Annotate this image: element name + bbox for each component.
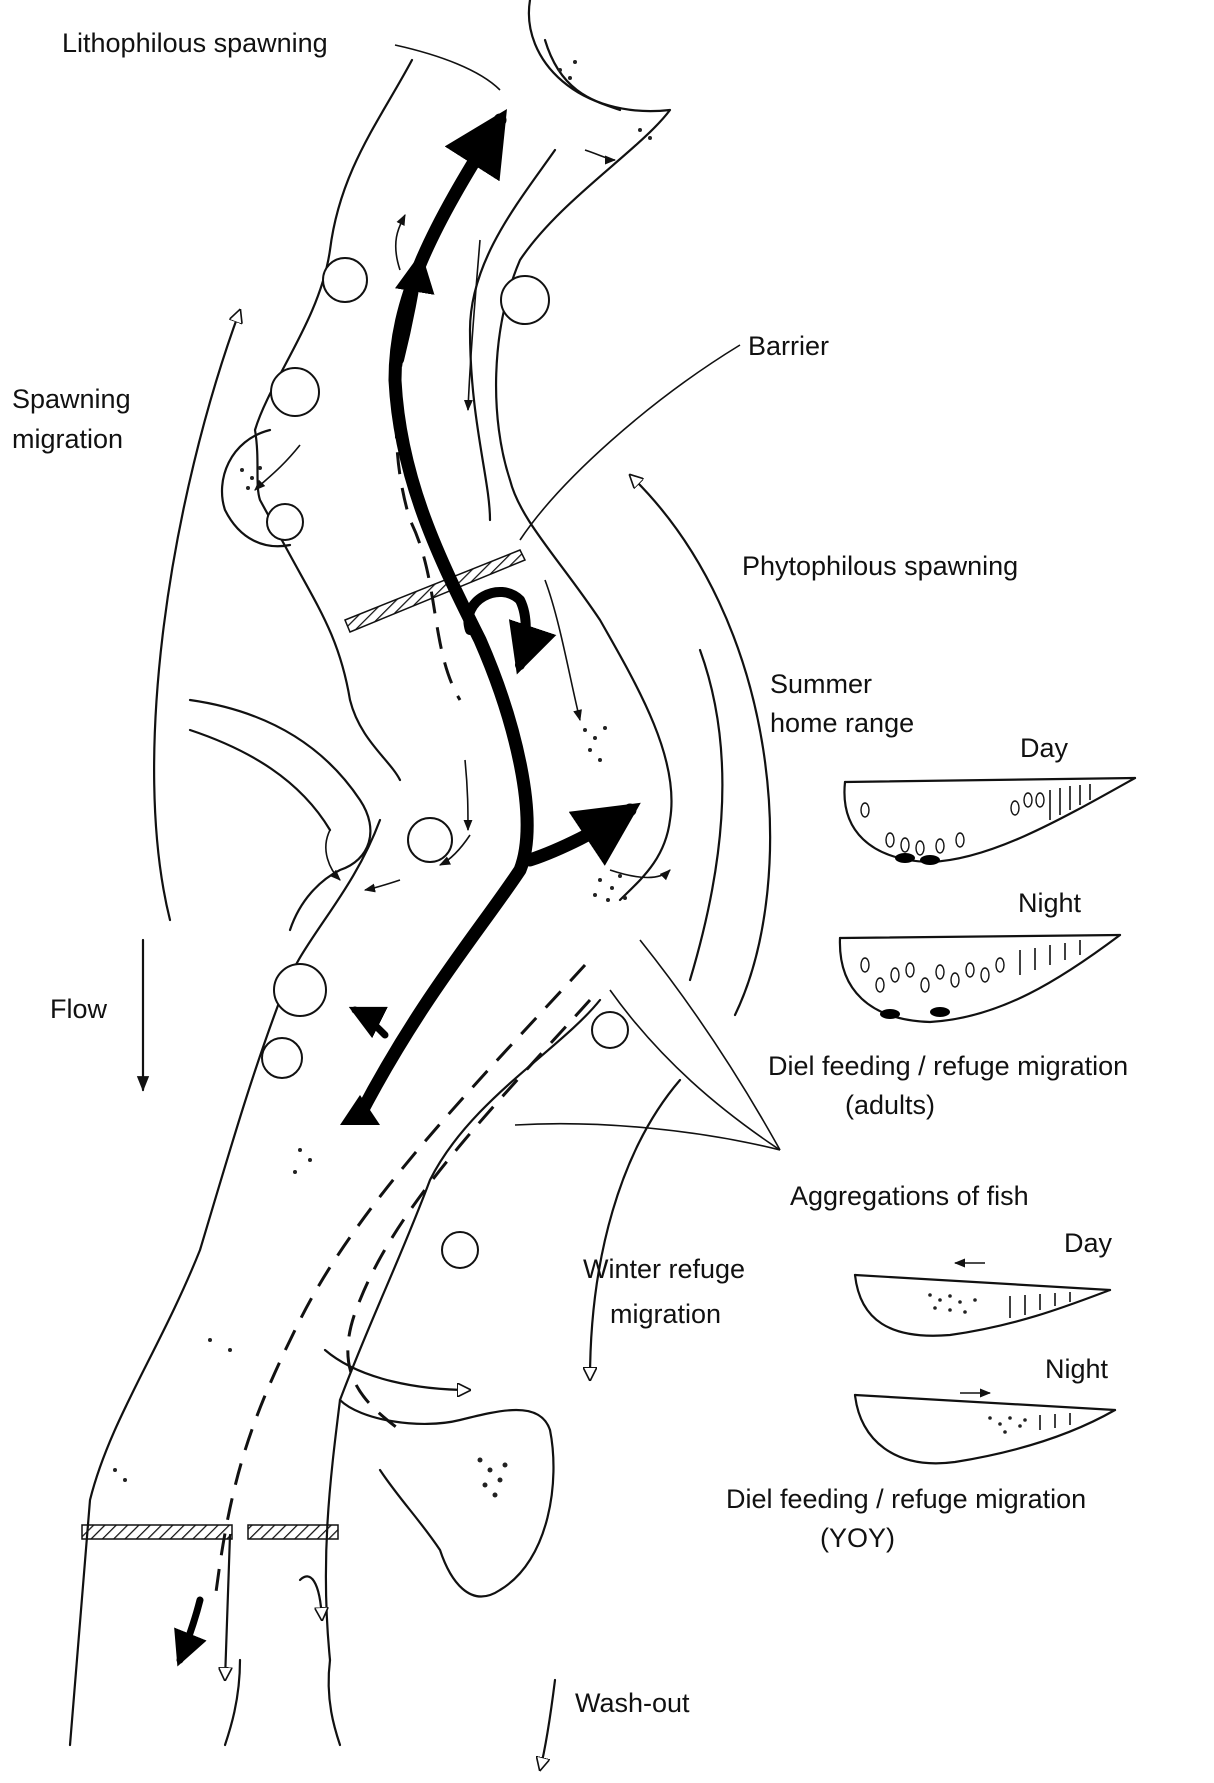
label-diel-adults-2: (adults) [845,1090,935,1120]
thick-path-right-branch [530,810,630,860]
cross-section-yoy-night [855,1393,1115,1463]
label-flow: Flow [50,994,108,1024]
label-wash-out: Wash-out [575,1688,690,1718]
barrier-lower-right [248,1525,338,1539]
bush-5 [408,818,452,862]
label-spawning-migration-2: migration [12,424,123,454]
wash-out-arrow [540,1680,555,1770]
river-left-bank [255,60,412,780]
thick-path-side [355,1010,385,1035]
bottom-outline-arrow-a [225,1535,230,1680]
stipple-group-3 [583,726,607,762]
label-barrier: Barrier [748,331,829,361]
bush-6 [274,964,326,1016]
barrier-lower-left [82,1525,232,1539]
label-lithophilous-spawning: Lithophilous spawning [62,28,328,58]
bush-2 [271,368,319,416]
stipple-dots [113,60,652,1498]
cross-section-adult-day [844,778,1135,865]
bush-7 [262,1038,302,1078]
label-diel-adults-1: Diel feeding / refuge migration [768,1051,1128,1081]
label-day-yoy: Day [1064,1228,1113,1258]
label-diel-yoy-1: Diel feeding / refuge migration [726,1484,1086,1514]
stipple-group-5 [113,1148,312,1482]
label-spawning-migration-1: Spawning [12,384,131,414]
left-side-channel [190,700,370,930]
label-night-adults: Night [1018,888,1082,918]
river-left-bank-lower [70,820,380,1745]
text-labels: Lithophilous spawning Barrier Spawning m… [12,28,1128,1718]
bottom-outline-arrow-b [300,1576,322,1620]
label-diel-yoy-2: (YOY) [820,1523,895,1553]
thick-path-bottom-left [180,1600,200,1660]
cross-section-yoy-day [855,1263,1110,1336]
stipple-group-1 [558,60,652,140]
bush-1 [323,258,367,302]
bush-4 [501,276,549,324]
vegetation [262,258,628,1268]
lower-right-pool [340,1400,553,1596]
bush-8 [592,1012,628,1048]
summer-home-range-arrow [690,650,722,980]
bush-3 [267,504,303,540]
small-arrows [255,150,670,890]
bush-9 [442,1232,478,1268]
main-migration-arrows [180,120,630,1660]
spawning-migration-arrow [154,310,240,920]
label-day-adults: Day [1020,733,1069,763]
label-summer-home-range-2: home range [770,708,914,738]
stipple-group-6 [478,1458,508,1498]
label-phytophilous-spawning: Phytophilous spawning [742,551,1018,581]
cross-section-adult-night [840,935,1120,1022]
label-winter-refuge-1: Winter refuge [583,1254,745,1284]
label-winter-refuge-2: migration [610,1299,721,1329]
label-summer-home-range-1: Summer [770,669,872,699]
label-night-yoy: Night [1045,1354,1109,1384]
label-aggregations: Aggregations of fish [790,1181,1029,1211]
